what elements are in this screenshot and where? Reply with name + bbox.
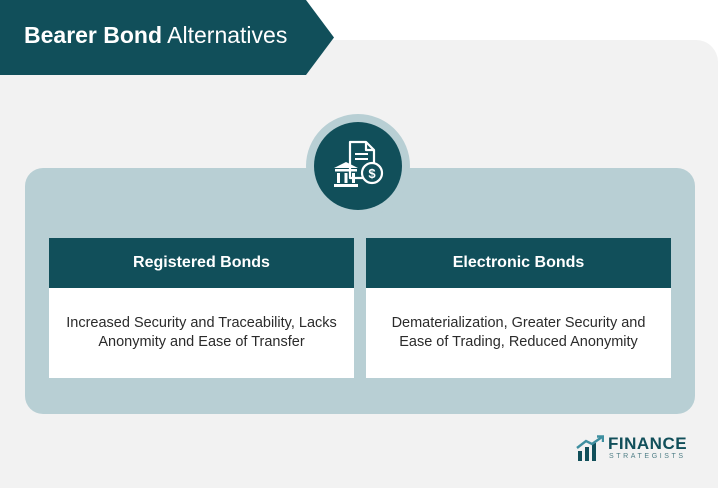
bank-document-dollar-icon: $ — [334, 140, 384, 187]
svg-text:$: $ — [368, 166, 376, 181]
finance-strategists-logo-icon — [576, 435, 604, 461]
card-description: Dematerialization, Greater Security and … — [391, 315, 646, 350]
brand-name: FINANCE — [608, 434, 688, 453]
card-title: Registered Bonds — [49, 238, 354, 288]
page-title: Bearer Bond Alternatives — [24, 22, 287, 49]
card-description: Increased Security and Traceability, Lac… — [66, 315, 337, 350]
title-bold: Bearer Bond — [24, 22, 163, 48]
card-electronic-bonds: Electronic Bonds Dematerialization, Grea… — [366, 238, 671, 378]
icon-badge: $ — [306, 114, 410, 218]
card-title: Electronic Bonds — [366, 238, 671, 288]
icon-badge-inner: $ — [314, 122, 402, 210]
title-regular: Alternatives — [167, 22, 288, 48]
brand-tagline: STRATEGISTS — [609, 453, 686, 460]
brand-logo: FINANCE STRATEGISTS — [576, 434, 696, 466]
card-registered-bonds: Registered Bonds Increased Security and … — [49, 238, 354, 378]
title-banner: Bearer Bond Alternatives — [0, 0, 334, 75]
